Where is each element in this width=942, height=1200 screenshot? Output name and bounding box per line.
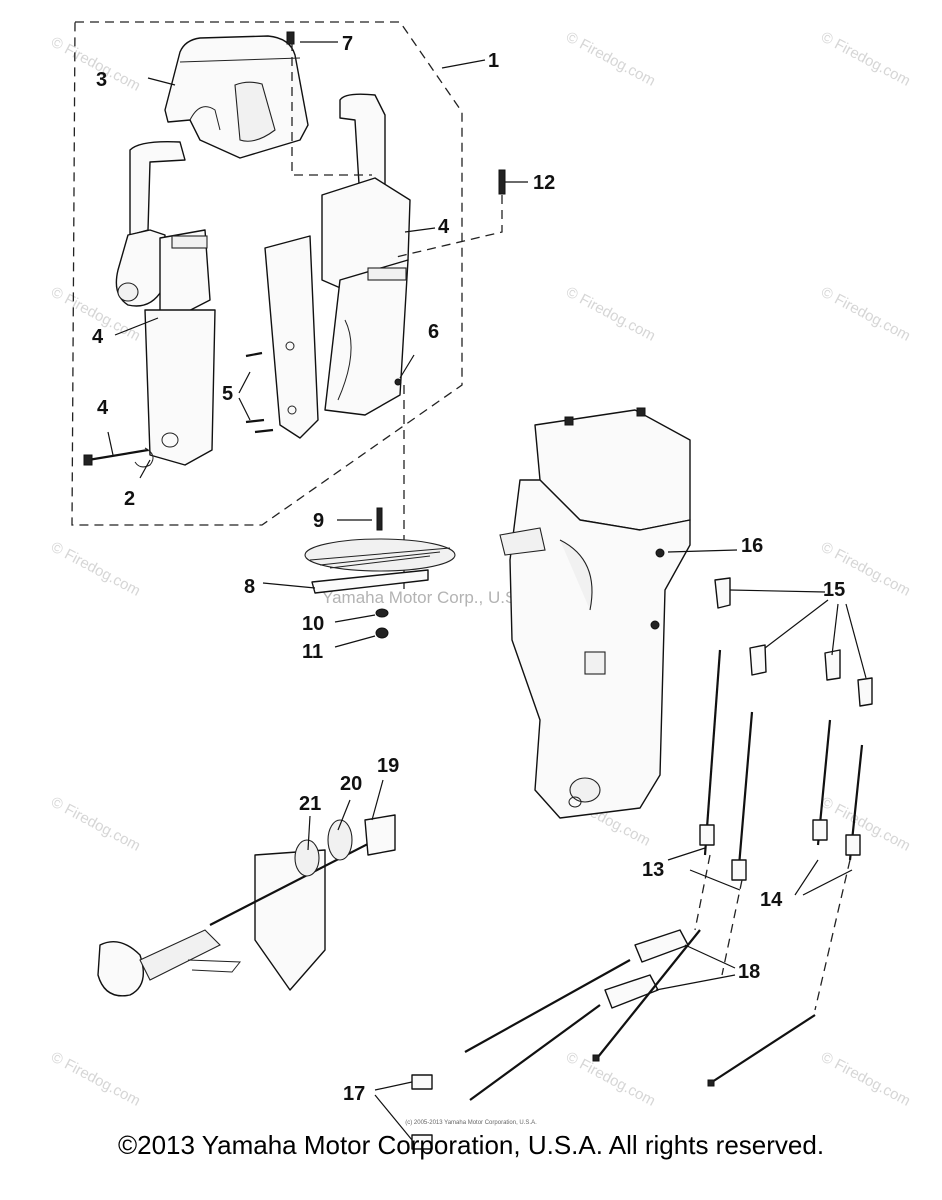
watermark: © Firedog.com — [563, 1049, 658, 1110]
callout-3: 3 — [96, 69, 107, 91]
watermark-center: Yamaha Motor Corp., U.S.A. — [322, 588, 537, 607]
callout-18: 18 — [738, 961, 760, 983]
callout-15: 15 — [823, 579, 845, 601]
cable-rods — [699, 649, 864, 881]
cable-ends-15 — [714, 577, 873, 707]
callout-6: 6 — [428, 321, 439, 343]
watermark: © Firedog.com — [818, 284, 913, 345]
dashed-leaders — [291, 42, 503, 595]
trim-mechanism — [97, 814, 396, 997]
callout-4-left: 4 — [92, 326, 104, 348]
screws-5 — [245, 351, 274, 434]
watermark: © Firedog.com — [563, 284, 658, 345]
callout-4-bolt: 4 — [97, 397, 109, 419]
assembly-boundary — [71, 21, 463, 526]
callout-13: 13 — [642, 859, 664, 881]
callout-labels: 1 2 3 4 4 4 5 6 7 8 9 10 11 12 13 14 15 … — [92, 33, 845, 1105]
callout-16: 16 — [741, 535, 763, 557]
top-cover — [164, 35, 309, 159]
control-cables — [411, 929, 816, 1150]
control-housing — [499, 407, 691, 819]
callout-10: 10 — [302, 613, 324, 635]
callout-5: 5 — [222, 383, 233, 405]
watermark: © Firedog.com — [48, 794, 143, 855]
callout-21: 21 — [299, 793, 321, 815]
watermark: © Firedog.com — [818, 29, 913, 90]
callout-20: 20 — [340, 773, 362, 795]
bolt-and-clip — [83, 447, 154, 468]
callout-19: 19 — [377, 755, 399, 777]
cable-routing-dashes — [694, 854, 851, 1011]
callout-4-right: 4 — [438, 216, 450, 238]
right-control-lever — [321, 93, 411, 416]
left-control-lever — [115, 140, 216, 466]
watermark: © Firedog.com — [818, 794, 913, 855]
screw-7 — [286, 31, 295, 45]
callout-8: 8 — [244, 576, 255, 598]
copyright-notice: ©2013 Yamaha Motor Corporation, U.S.A. A… — [117, 1130, 825, 1160]
callout-2: 2 — [124, 488, 135, 510]
shim-assembly — [304, 507, 456, 639]
callout-14: 14 — [760, 889, 783, 911]
callout-leaders — [107, 41, 867, 1141]
callout-7: 7 — [342, 33, 353, 55]
small-credit: (c) 2005-2013 Yamaha Motor Corporation, … — [405, 1120, 537, 1126]
callout-17: 17 — [343, 1083, 365, 1105]
callout-11: 11 — [302, 641, 323, 663]
callout-12: 12 — [533, 172, 555, 194]
watermark: © Firedog.com — [48, 539, 143, 600]
center-plate — [264, 235, 319, 439]
callout-9: 9 — [313, 510, 324, 532]
watermark: © Firedog.com — [48, 1049, 143, 1110]
watermark: © Firedog.com — [818, 1049, 913, 1110]
bolt-12 — [498, 169, 506, 195]
watermark: © Firedog.com — [563, 29, 658, 90]
callout-1: 1 — [488, 50, 499, 72]
